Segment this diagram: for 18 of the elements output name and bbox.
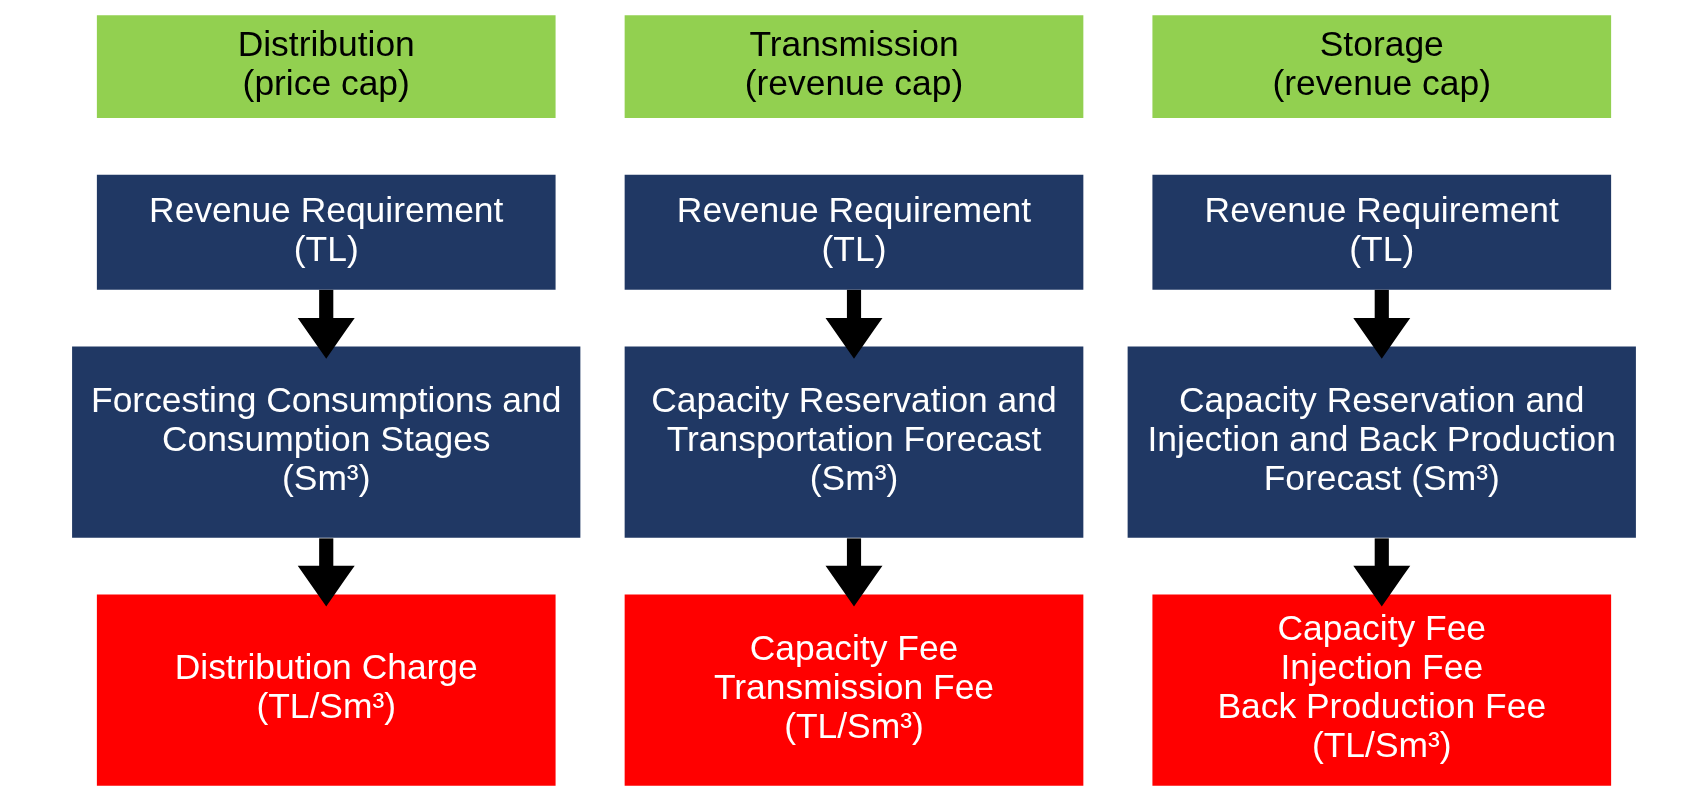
arrow — [297, 538, 355, 607]
node-box: Capacity Fee Injection Fee Back Production Fee (TL/Sm³) — [1152, 594, 1612, 786]
arrow — [825, 538, 883, 607]
arrow — [1353, 538, 1411, 607]
node-box: Revenue Requirement (TL) — [1152, 174, 1612, 290]
arrow — [1353, 289, 1411, 359]
node-box: Capacity Reservation and Injection and Back Production Forecast (Sm³) — [1127, 346, 1636, 538]
arrow — [297, 289, 355, 359]
node-box: Forcesting Consumptions and Consumption Stages (Sm³) — [72, 346, 581, 538]
node-box: Capacity Reservation and Transportation Forecast (Sm³) — [624, 346, 1084, 538]
node-box: Distribution Charge (TL/Sm³) — [96, 594, 556, 786]
node-box: Distribution (price cap) — [96, 15, 556, 118]
node-box: Revenue Requirement (TL) — [624, 174, 1084, 290]
node-box: Transmission (revenue cap) — [624, 15, 1084, 118]
node-box: Revenue Requirement (TL) — [96, 174, 556, 290]
arrow — [825, 289, 883, 359]
node-box: Storage (revenue cap) — [1152, 15, 1612, 118]
node-box: Capacity Fee Transmission Fee (TL/Sm³) — [624, 594, 1084, 786]
